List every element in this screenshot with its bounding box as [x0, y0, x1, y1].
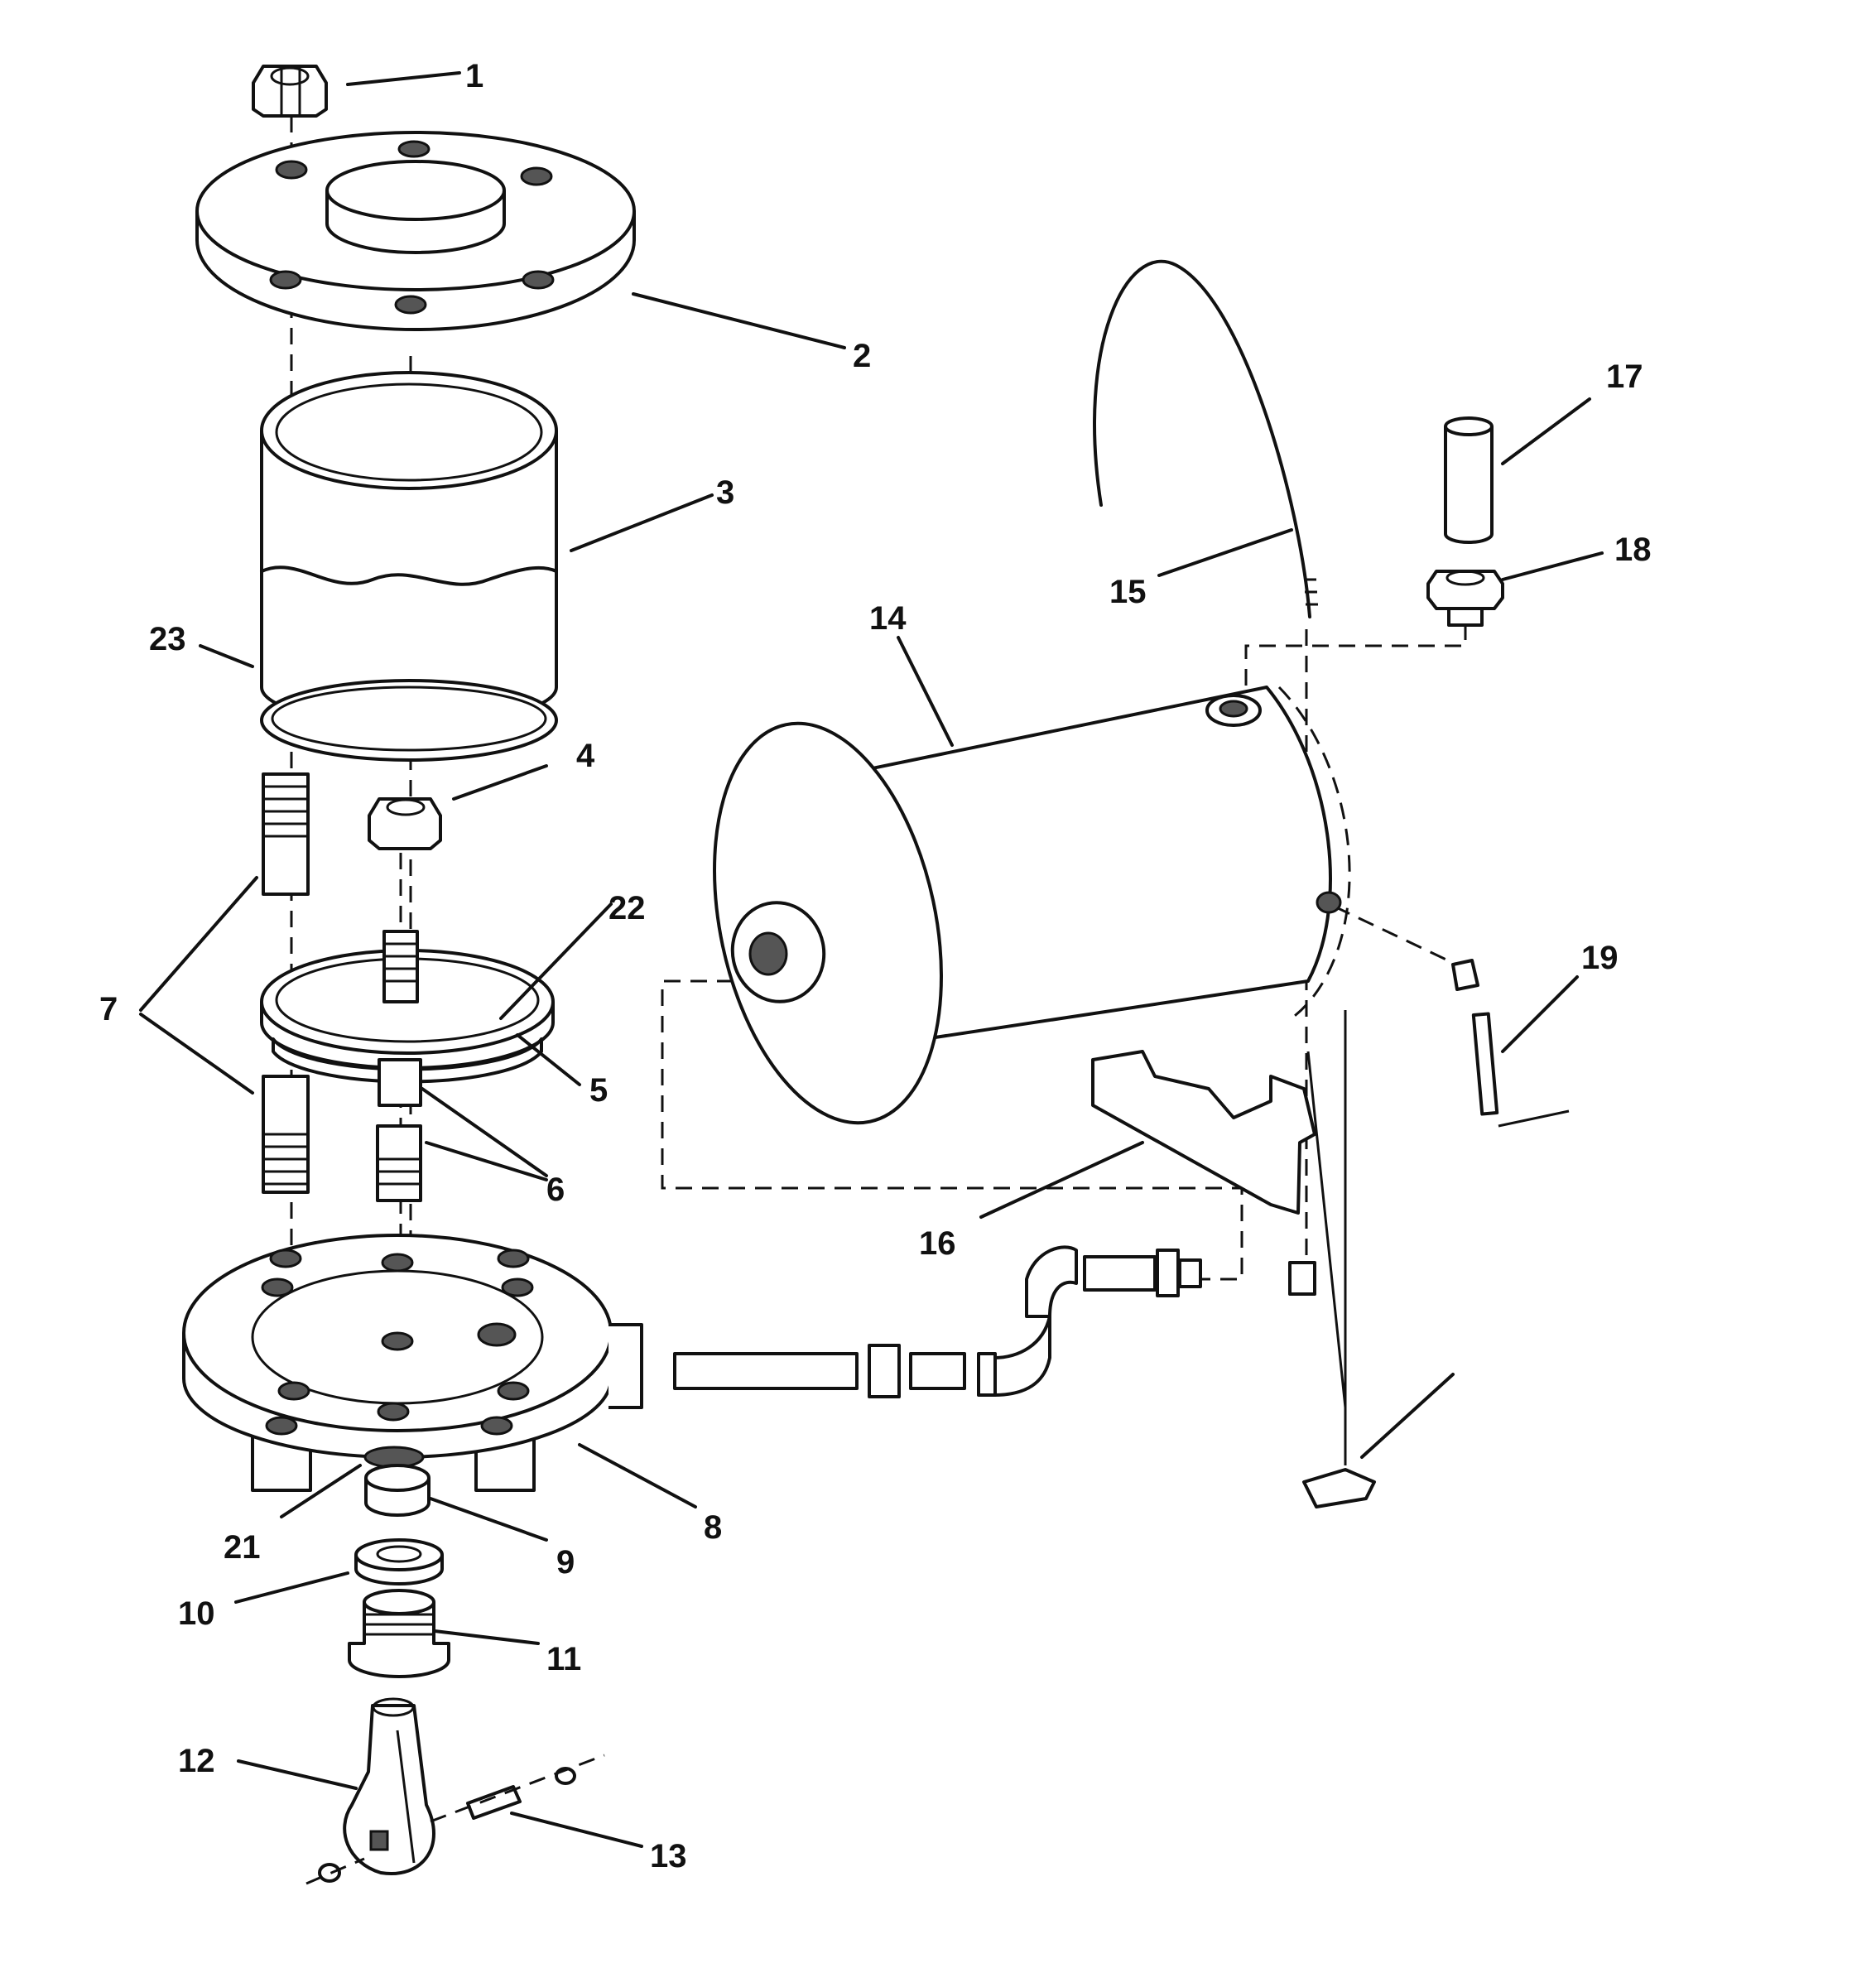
part-5-plate-base: [272, 1037, 543, 1084]
part-22-plate: [260, 930, 555, 1070]
callout-9: 9: [556, 1544, 575, 1581]
callout-6: 6: [546, 1172, 565, 1208]
part-18-fitting: [1426, 570, 1504, 627]
callout-22: 22: [608, 890, 646, 926]
part-11-threaded-fitting: [348, 1589, 450, 1678]
callout-7: 7: [99, 991, 118, 1027]
part-4-nut: [368, 797, 442, 850]
callout-4: 4: [576, 738, 595, 774]
part-1-nut: [252, 65, 328, 118]
part-14-tank: [713, 686, 1351, 1125]
callout-10: 10: [178, 1595, 215, 1632]
part-3-cylinder: [260, 371, 558, 726]
callout-21: 21: [224, 1529, 261, 1566]
callout-12: 12: [178, 1743, 215, 1779]
callout-1: 1: [465, 58, 483, 94]
part-15-hose: [1093, 259, 1318, 618]
callout-5: 5: [589, 1072, 608, 1109]
part-8-base-housing: [182, 1234, 643, 1492]
part-6-lower-pin: [376, 1124, 422, 1202]
callout-19: 19: [1581, 940, 1619, 976]
part-16-bracket: [1091, 1010, 1376, 1508]
callout-15: 15: [1109, 574, 1147, 610]
callout-3: 3: [716, 474, 734, 511]
part-12-lever: [343, 1697, 435, 1876]
callout-23: 23: [149, 621, 186, 657]
leader-lines: [139, 71, 1604, 1848]
callout-14: 14: [869, 600, 907, 637]
callout-8: 8: [704, 1509, 722, 1546]
part-2-top-plate: [195, 131, 636, 331]
callout-11: 11: [546, 1641, 581, 1677]
part-7-lower-stud: [262, 1075, 310, 1194]
callout-17: 17: [1606, 358, 1643, 395]
part-7-upper-stud: [262, 772, 310, 896]
callout-2: 2: [853, 338, 871, 374]
callout-18: 18: [1614, 532, 1652, 568]
part-13-pin: [430, 1754, 605, 1823]
callout-16: 16: [919, 1225, 956, 1262]
part-9-spacer: [364, 1464, 431, 1517]
part-6-upper-pin: [378, 1058, 422, 1107]
callout-13: 13: [650, 1838, 687, 1874]
part-17-tube: [1444, 416, 1494, 544]
pipe-assembly: [673, 1245, 1202, 1398]
part-10-lock-nut: [354, 1538, 444, 1585]
part-19-rod: [1451, 959, 1570, 1128]
part-12-pin-left: [305, 1857, 365, 1885]
part-23-o-ring: [260, 679, 558, 762]
callout-labels: 1 2 3 4 5 6 7 8 9 10 11 12 13 14 15 16 1…: [99, 58, 1652, 1874]
